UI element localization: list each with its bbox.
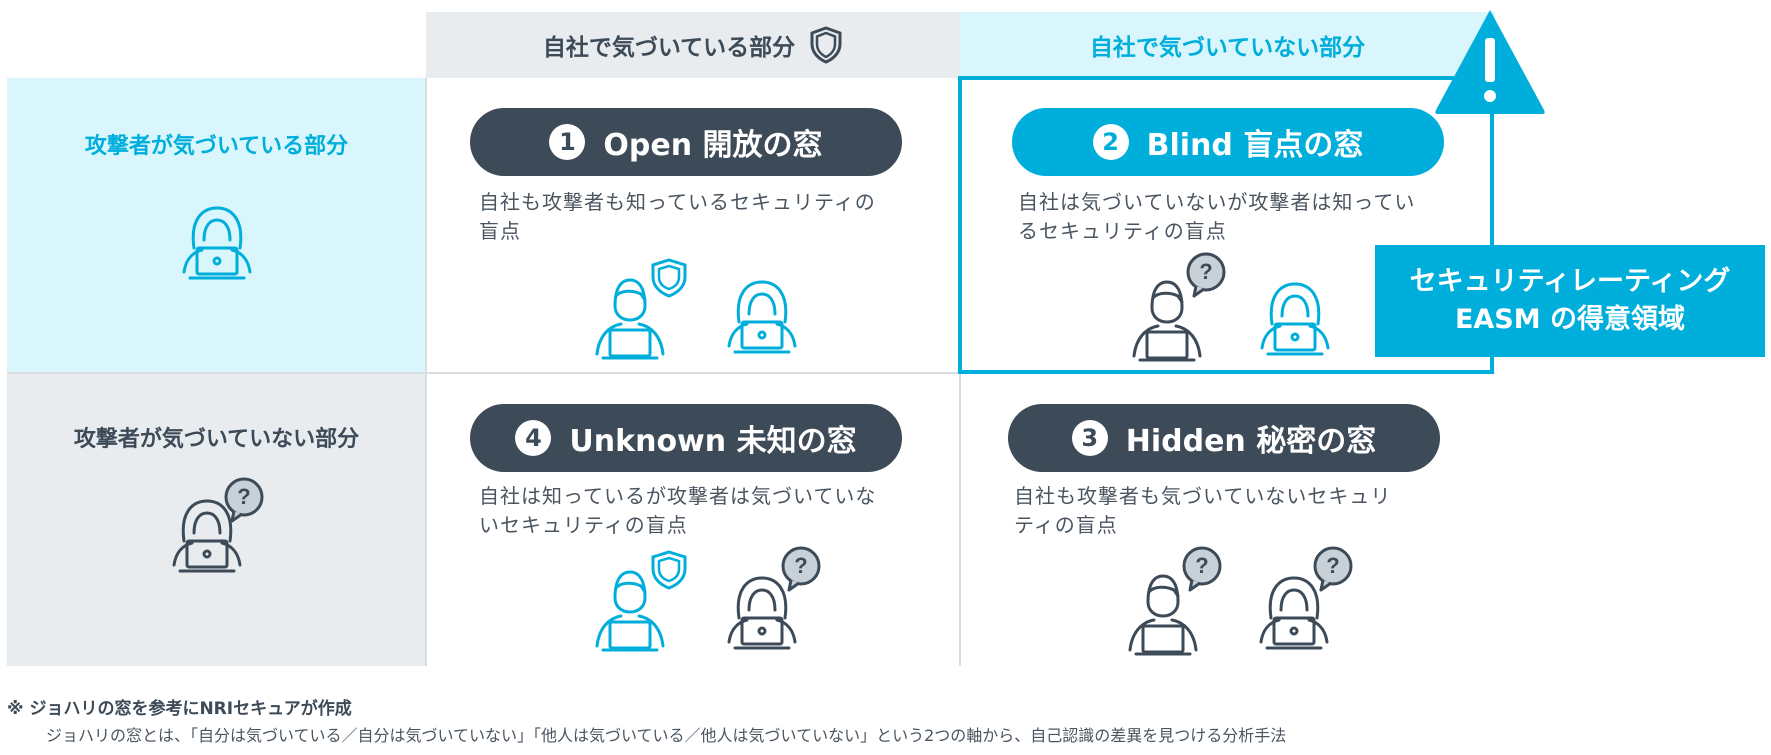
column-header-aware: 自社で気づいている部分 [426, 12, 960, 78]
column-header-unaware: 自社で気づいていない部分 [960, 12, 1495, 78]
hooded-attacker-icon [727, 280, 797, 354]
quadrant-open: 1 Open 開放の窓 自社も攻撃者も知っているセキュリティの 盲点 [427, 78, 959, 372]
pill-unknown-number: 4 [515, 420, 552, 456]
svg-text:?: ? [237, 484, 250, 509]
hooded-attacker-icon [1260, 282, 1330, 356]
quadrant-hidden: 3 Hidden 秘密の窓 自社も攻撃者も気づいていないセキュリ ティの盲点 ?… [961, 374, 1495, 666]
svg-text:?: ? [1195, 553, 1208, 578]
svg-text:?: ? [794, 553, 807, 578]
pill-open-title: Open 開放の窓 [603, 128, 823, 163]
easm-callout: セキュリティレーティング EASM の得意領域 [1375, 245, 1765, 357]
grid-line-horizontal [7, 372, 1495, 374]
pill-unknown-title: Unknown 未知の窓 [569, 424, 857, 459]
pill-hidden: 3 Hidden 秘密の窓 [1008, 404, 1440, 472]
quadrant-blind: 2 Blind 盲点の窓 自社は気づいていないが攻撃者は知ってい るセキュリティ… [958, 76, 1494, 374]
svg-text:?: ? [1326, 553, 1339, 578]
row-header-aware-label: 攻撃者が気づいている部分 [84, 134, 349, 159]
column-header-unaware-label: 自社で気づいていない部分 [1089, 35, 1366, 61]
row-header-unaware: 攻撃者が気づいていない部分 ? [7, 373, 426, 666]
quadrant-open-description: 自社も攻撃者も知っているセキュリティの 盲点 [479, 190, 876, 243]
pill-hidden-title: Hidden 秘密の窓 [1125, 424, 1377, 459]
quadrant-unknown-description: 自社は知っているが攻撃者は気づいていな いセキュリティの盲点 [479, 484, 877, 537]
pill-hidden-number: 3 [1071, 420, 1108, 456]
pill-open: 1 Open 開放の窓 [470, 108, 902, 176]
quadrant-hidden-description: 自社も攻撃者も気づいていないセキュリ ティの盲点 [1014, 484, 1392, 537]
pill-unknown: 4 Unknown 未知の窓 [470, 404, 902, 472]
hooded-attacker-question-icon: ? [172, 477, 263, 573]
pill-blind-title: Blind 盲点の窓 [1146, 128, 1364, 163]
shield-icon [810, 26, 842, 64]
svg-text:?: ? [1199, 259, 1212, 284]
warning-icon [1435, 10, 1545, 114]
person-question-icon: ? [1132, 252, 1226, 362]
footnote-description: ジョハリの窓とは、「自分は気づいている／自分は気づいていない」「他人は気づいてい… [46, 726, 1287, 745]
quadrant-blind-description: 自社は気づいていないが攻撃者は知ってい るセキュリティの盲点 [1018, 190, 1416, 243]
pill-blind-number: 2 [1092, 124, 1129, 160]
hooded-attacker-icon [182, 206, 251, 280]
hooded-attacker-question-icon: ? [1259, 546, 1353, 650]
footnote-title: ※ ジョハリの窓を参考にNRIセキュアが作成 [7, 699, 352, 719]
row-header-aware: 攻撃者が気づいている部分 [7, 78, 426, 372]
person-with-shield-icon [595, 258, 687, 360]
person-question-icon: ? [1128, 546, 1222, 656]
pill-blind: 2 Blind 盲点の窓 [1012, 108, 1444, 176]
row-header-unaware-label: 攻撃者が気づいていない部分 [73, 427, 360, 452]
hooded-attacker-question-icon: ? [727, 546, 821, 650]
person-with-shield-icon [595, 550, 687, 652]
easm-callout-line2: EASM の得意領域 [1454, 304, 1686, 335]
column-header-aware-label: 自社で気づいている部分 [542, 35, 796, 61]
grid-line-vertical-middle [959, 372, 961, 666]
easm-callout-line1: セキュリティレーティング [1409, 266, 1731, 297]
pill-open-number: 1 [549, 124, 586, 160]
quadrant-unknown: 4 Unknown 未知の窓 自社は知っているが攻撃者は気づいていな いセキュリ… [427, 374, 959, 666]
